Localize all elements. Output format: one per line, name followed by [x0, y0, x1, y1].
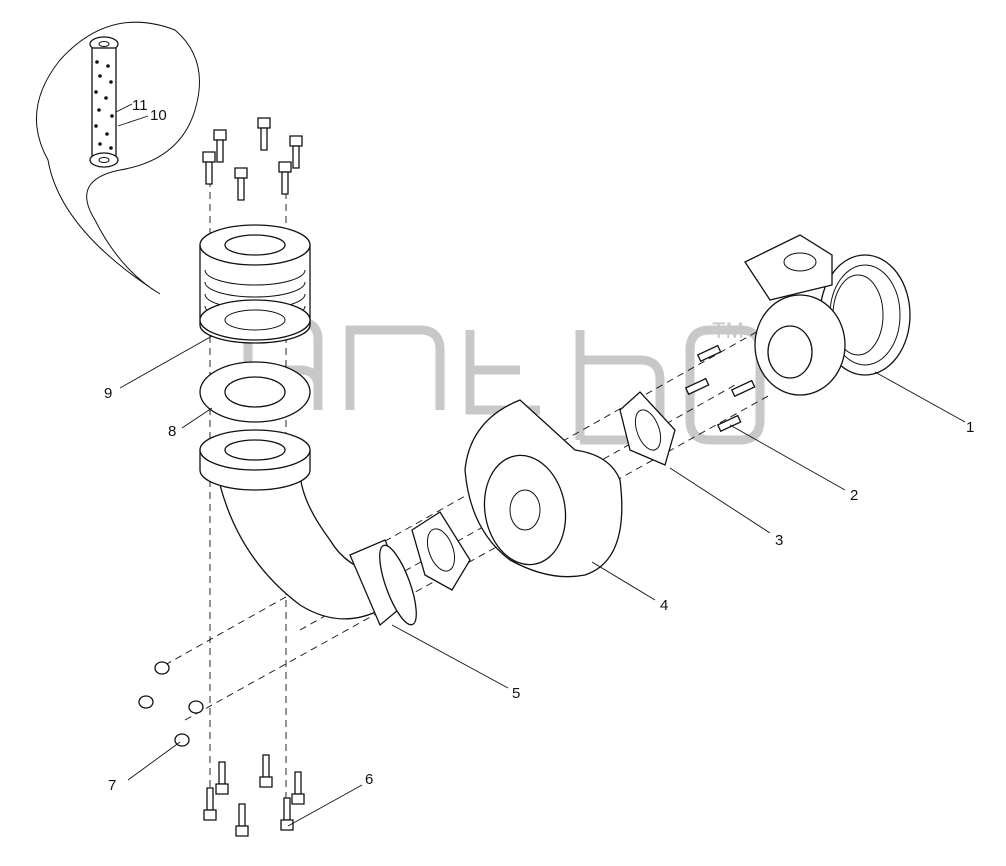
callout-7: 7 — [108, 777, 116, 794]
studs — [684, 344, 756, 433]
callout-labels: 1 2 3 4 5 6 7 8 9 10 11 — [104, 97, 974, 794]
callout-8: 8 — [168, 423, 176, 440]
watermark-trademark: TM — [712, 318, 744, 343]
callout-10: 10 — [150, 107, 167, 124]
callout-6: 6 — [365, 771, 373, 788]
small-gaskets — [411, 391, 676, 591]
flange-gasket — [199, 361, 311, 423]
bellows-compensator — [199, 224, 311, 344]
callout-5: 5 — [512, 685, 520, 702]
bellows-dots — [94, 60, 114, 150]
watermark-logo: TM — [243, 317, 765, 445]
heat-shield — [464, 399, 623, 578]
callout-2: 2 — [850, 487, 858, 504]
elbow-pipe — [199, 429, 417, 627]
bottom-bolts — [203, 754, 305, 837]
detail-bubble — [36, 21, 200, 295]
top-bolts — [202, 117, 303, 201]
callout-9: 9 — [104, 385, 112, 402]
turbocharger — [744, 234, 911, 396]
callout-1: 1 — [966, 419, 974, 436]
nuts — [138, 661, 204, 747]
callout-3: 3 — [775, 532, 783, 549]
callout-11: 11 — [132, 97, 148, 114]
leader-lines — [119, 335, 966, 827]
callout-4: 4 — [660, 597, 668, 614]
